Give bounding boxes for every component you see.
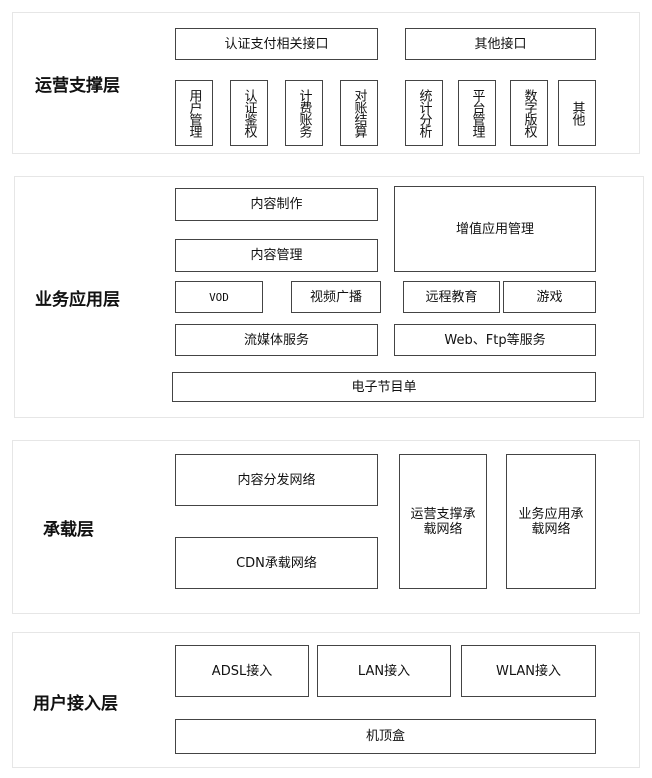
other-interface-box: 其他接口 bbox=[405, 28, 596, 60]
platform-mgmt-box: 平台管理 bbox=[458, 80, 496, 146]
adsl-box: ADSL接入 bbox=[175, 645, 309, 697]
auth-box: 认证鉴权 bbox=[230, 80, 268, 146]
video-broadcast-box: 视频广播 bbox=[291, 281, 381, 313]
reconcile-box: 对账结算 bbox=[340, 80, 378, 146]
ops-other-box: 其他 bbox=[558, 80, 596, 146]
auth-pay-interface-box: 认证支付相关接口 bbox=[175, 28, 378, 60]
vod-box: VOD bbox=[175, 281, 263, 313]
access-layer-title: 用户接入层 bbox=[33, 694, 118, 714]
wlan-box: WLAN接入 bbox=[461, 645, 596, 697]
web-ftp-box: Web、Ftp等服务 bbox=[394, 324, 596, 356]
stb-box: 机顶盒 bbox=[175, 719, 596, 754]
cdn-network-box: 内容分发网络 bbox=[175, 454, 378, 506]
cdn-bearer-box: CDN承载网络 bbox=[175, 537, 378, 589]
drm-box: 数字版权 bbox=[510, 80, 548, 146]
ops-bearer-box: 运营支撑承载网络 bbox=[399, 454, 487, 589]
user-mgmt-box: 用户管理 bbox=[175, 80, 213, 146]
biz-layer-title: 业务应用层 bbox=[35, 290, 120, 310]
bearer-layer-title: 承载层 bbox=[43, 520, 94, 540]
billing-box: 计费账务 bbox=[285, 80, 323, 146]
streaming-box: 流媒体服务 bbox=[175, 324, 378, 356]
lan-box: LAN接入 bbox=[317, 645, 451, 697]
epg-box: 电子节目单 bbox=[172, 372, 596, 402]
stats-box: 统计分析 bbox=[405, 80, 443, 146]
content-mgmt-box: 内容管理 bbox=[175, 239, 378, 272]
ops-layer-title: 运营支撑层 bbox=[35, 76, 120, 96]
biz-bearer-box: 业务应用承载网络 bbox=[506, 454, 596, 589]
vas-mgmt-box: 增值应用管理 bbox=[394, 186, 596, 272]
content-make-box: 内容制作 bbox=[175, 188, 378, 221]
remote-edu-box: 远程教育 bbox=[403, 281, 500, 313]
game-box: 游戏 bbox=[503, 281, 596, 313]
